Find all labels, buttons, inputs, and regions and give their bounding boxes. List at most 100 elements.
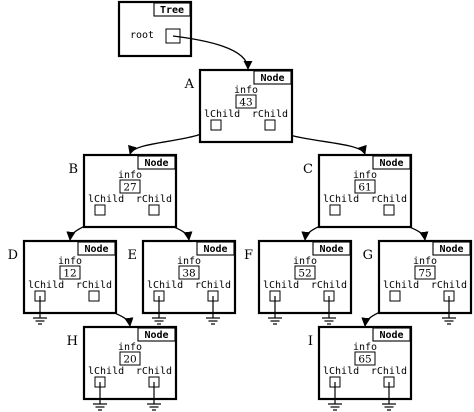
info-value-box	[354, 179, 376, 194]
node-title: Node	[144, 158, 168, 169]
node-title: Node	[260, 73, 284, 84]
lchild-label: lChild	[28, 280, 64, 291]
rchild-label: rChild	[136, 194, 172, 205]
null-ground-icon	[93, 382, 107, 411]
rchild-label: rChild	[431, 280, 467, 291]
lchild-pointer	[389, 290, 401, 302]
info-value: 65	[358, 354, 371, 366]
rchild-label: rChild	[252, 109, 288, 120]
node-letter: H	[67, 334, 78, 349]
null-ground-icon	[322, 296, 336, 325]
info-value: 61	[358, 182, 371, 194]
info-value: 38	[182, 268, 195, 280]
node-title: Node	[379, 330, 403, 341]
node-title-tab	[137, 155, 176, 170]
rchild-label: rChild	[371, 194, 407, 205]
node-title-tab	[312, 241, 351, 256]
info-value: 27	[123, 182, 136, 194]
rchild-pointer	[383, 204, 395, 216]
info-value-box	[119, 179, 141, 194]
null-ground-icon	[152, 296, 166, 325]
node-title-tab	[372, 327, 411, 342]
info-value: 52	[298, 268, 311, 280]
info-value: 12	[63, 268, 76, 280]
null-ground-icon	[147, 382, 161, 411]
rchild-label: rChild	[371, 366, 407, 377]
node-title: Node	[379, 158, 403, 169]
rchild-label: rChild	[136, 366, 172, 377]
node-title-tab	[253, 70, 292, 85]
node-title-tab	[196, 241, 235, 256]
node-letter: F	[244, 248, 253, 263]
info-label: info	[353, 342, 377, 353]
node-title-tab	[432, 241, 471, 256]
lchild-label: lChild	[323, 194, 359, 205]
lchild-label: lChild	[383, 280, 419, 291]
root-label: root	[130, 30, 154, 41]
node-letter: G	[363, 248, 373, 263]
node-title-tab	[77, 241, 116, 256]
info-label: info	[118, 170, 142, 181]
lchild-label: lChild	[323, 366, 359, 377]
info-label: info	[413, 256, 437, 267]
node-letter: B	[68, 162, 78, 177]
node-title: Node	[203, 244, 227, 255]
rchild-label: rChild	[76, 280, 112, 291]
info-value: 20	[123, 354, 136, 366]
info-label: info	[293, 256, 317, 267]
node-letter: E	[128, 248, 138, 263]
null-ground-icon	[382, 382, 396, 411]
info-label: info	[58, 256, 82, 267]
info-label: info	[118, 342, 142, 353]
info-value-box	[235, 94, 257, 109]
info-label: info	[177, 256, 201, 267]
lchild-label: lChild	[263, 280, 299, 291]
lchild-pointer	[210, 119, 222, 131]
tree-box: Tree root	[117, 0, 193, 58]
root-edge	[172, 35, 253, 70]
null-ground-icon	[268, 296, 282, 325]
lchild-label: lChild	[88, 194, 124, 205]
node-title-tab	[372, 155, 411, 170]
lchild-pointer	[94, 204, 106, 216]
info-value-box	[59, 265, 81, 280]
rchild-label: rChild	[311, 280, 347, 291]
node-title-tab	[137, 327, 176, 342]
tree-title-tab	[153, 2, 191, 17]
info-value-box	[354, 351, 376, 366]
rchild-pointer	[264, 119, 276, 131]
info-value-box	[178, 265, 200, 280]
null-ground-icon	[33, 296, 47, 325]
info-value-box	[414, 265, 436, 280]
lchild-label: lChild	[204, 109, 240, 120]
lchild-label: lChild	[147, 280, 183, 291]
node-letter: A	[184, 77, 195, 92]
null-ground-icon	[206, 296, 220, 325]
lchild-pointer	[329, 204, 341, 216]
node-title: Node	[84, 244, 108, 255]
rchild-label: rChild	[195, 280, 231, 291]
node-title: Node	[144, 330, 168, 341]
node-letter: I	[308, 334, 313, 349]
node-letter: D	[8, 248, 18, 263]
tree-title: Tree	[160, 5, 184, 16]
rchild-pointer	[88, 290, 100, 302]
info-label: info	[353, 170, 377, 181]
null-ground-icon	[442, 296, 456, 325]
info-value-box	[119, 351, 141, 366]
info-label: info	[234, 85, 258, 96]
node-title: Node	[319, 244, 343, 255]
info-value: 43	[239, 97, 252, 109]
null-ground-icon	[328, 382, 342, 411]
